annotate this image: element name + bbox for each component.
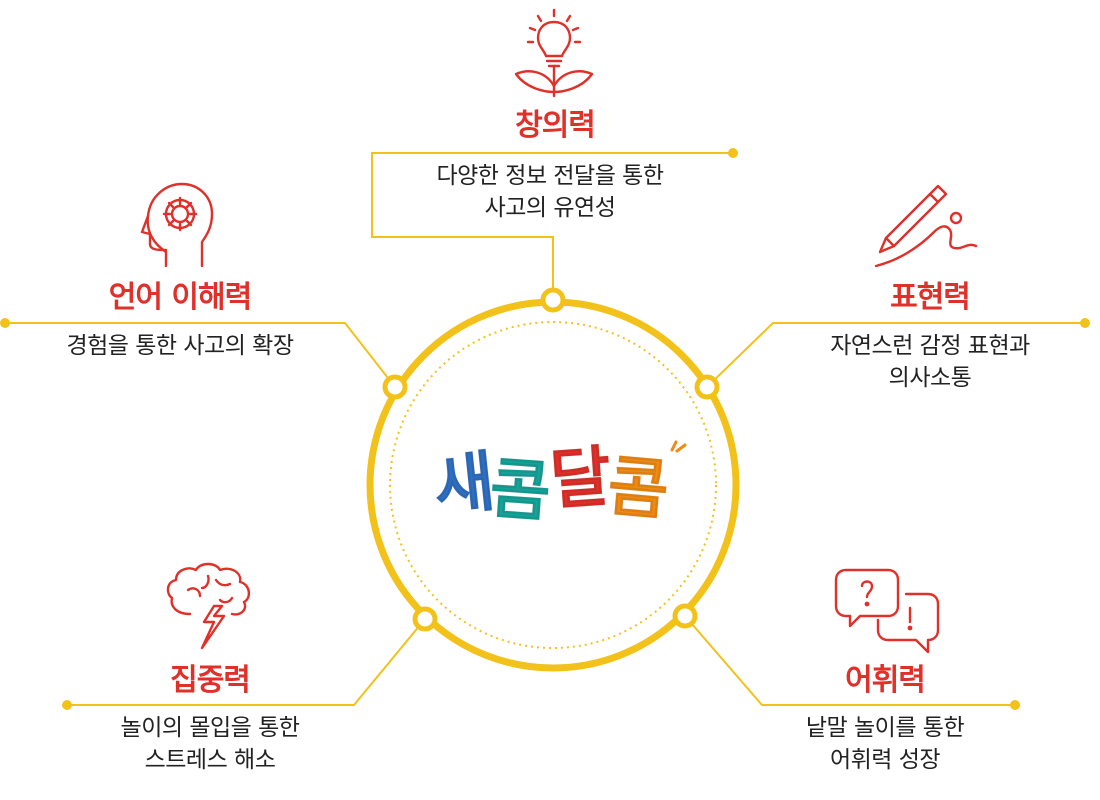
node-creativity: 창의력 — [395, 108, 715, 144]
logo-char-1: 새 — [429, 443, 497, 527]
end-dot-focus — [62, 700, 72, 710]
desc-vocabulary-line1: 낱말 놀이를 통한 — [805, 715, 965, 741]
desc-creativity-line1: 다양한 정보 전달을 통한 — [436, 163, 664, 189]
ring-node-vocabulary — [672, 603, 698, 629]
center-ring-dotted — [389, 321, 717, 649]
desc-focus-line2: 스트레스 해소 — [144, 747, 276, 773]
desc-vocabulary-line2: 어휘력 성장 — [829, 747, 941, 773]
lightbulb-plant-icon — [514, 8, 594, 98]
node-expression: 표현력 — [770, 280, 1090, 316]
desc-language-line1: 경험을 통한 사고의 확장 — [66, 333, 294, 359]
node-focus: 집중력 — [50, 663, 370, 699]
end-dot-expression — [1080, 318, 1090, 328]
desc-block-expression: 자연스런 감정 표현과 의사소통 — [770, 330, 1090, 394]
end-dot-creativity — [728, 148, 738, 158]
end-dot-language — [0, 318, 10, 328]
center-logo: 새 콤 달 콤 — [400, 420, 700, 531]
logo-char-4: 콤 — [604, 447, 670, 530]
pencil-drawing-icon — [874, 184, 978, 268]
ring-node-focus — [412, 606, 438, 632]
connector-vocabulary — [684, 615, 1015, 706]
title-expression: 표현력 — [890, 280, 971, 315]
logo-char-2: 콤 — [487, 450, 552, 532]
desc-block-vocabulary: 낱말 놀이를 통한 어휘력 성장 — [725, 712, 1045, 776]
sparkle-icon — [670, 440, 687, 453]
desc-focus-line1: 놀이의 몰입을 통한 — [120, 715, 300, 741]
desc-block-creativity: 다양한 정보 전달을 통한 사고의 유연성 — [380, 160, 720, 224]
desc-expression-line1: 자연스런 감정 표현과 — [830, 333, 1030, 359]
ring-node-expression — [694, 374, 720, 400]
node-language: 언어 이해력 — [20, 280, 340, 316]
node-vocabulary: 어휘력 — [725, 663, 1045, 699]
connector-expression — [706, 322, 1085, 388]
title-focus: 집중력 — [170, 663, 251, 698]
ring-node-creativity — [540, 287, 566, 313]
logo-char-3: 달 — [547, 438, 612, 520]
desc-expression-line2: 의사소통 — [888, 365, 972, 391]
brain-lightning-icon — [166, 562, 251, 650]
desc-creativity-line2: 사고의 유연성 — [484, 195, 616, 221]
title-language: 언어 이해력 — [108, 280, 252, 315]
connector-focus — [67, 618, 426, 706]
connector-creativity — [371, 152, 733, 300]
head-gear-icon — [140, 182, 214, 268]
title-creativity: 창의력 — [515, 108, 596, 143]
ring-node-language — [382, 374, 408, 400]
end-dot-vocabulary — [1010, 700, 1020, 710]
desc-block-focus: 놀이의 몰입을 통한 스트레스 해소 — [50, 712, 370, 776]
title-vocabulary: 어휘력 — [845, 663, 926, 698]
connector-language — [5, 322, 396, 388]
desc-block-language: 경험을 통한 사고의 확장 — [20, 330, 340, 362]
speech-bubbles-icon — [834, 568, 940, 654]
